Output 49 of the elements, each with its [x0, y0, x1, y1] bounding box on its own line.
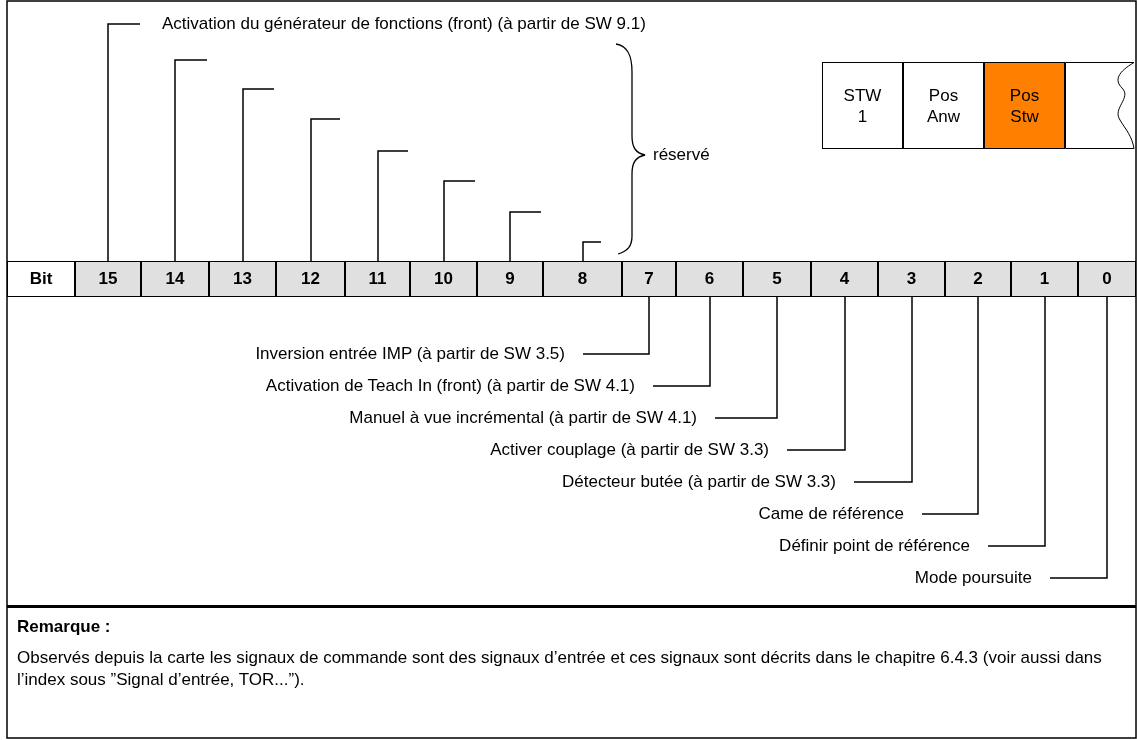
word-cell: Pos Anw: [903, 62, 984, 149]
word-cell: Pos Stw: [984, 62, 1065, 149]
bit-number-cell: 3: [878, 261, 945, 297]
signal-description: Inversion entrée IMP (à partir de SW 3.5): [255, 344, 583, 364]
bit-number-cell: 11: [345, 261, 410, 297]
leader-line: [242, 88, 275, 262]
bit-number-cell: 15: [75, 261, 141, 297]
leader-line: [853, 296, 913, 483]
signal-description: Activation de Teach In (front) (à partir de SW 4.1): [265, 376, 653, 396]
bit-number-cell: 2: [945, 261, 1011, 297]
bit-number-cell: 9: [477, 261, 543, 297]
bracket-label: réservé: [653, 145, 710, 165]
signal-description: Détecteur butée (à partir de SW 3.3): [561, 472, 854, 492]
signal-description: Activation du générateur de fonctions (front) (à partir de SW 9.1): [140, 14, 646, 34]
bit-number-cell: 13: [209, 261, 276, 297]
signal-description: Mode poursuite: [914, 568, 1050, 588]
leader-line: [921, 296, 979, 515]
note-text: Observés depuis la carte les signaux de commande sont des signaux d’entrée et ces signaux sont décrits dans le chapitre 6.4.3 (voir aussi dans l’index sous ”Signal d’entrée, TOR...”).: [17, 647, 1103, 691]
leader-line: [652, 296, 711, 387]
leader-line: [582, 241, 602, 262]
leader-line: [786, 296, 846, 451]
bit-number-cell: 12: [276, 261, 345, 297]
signal-description: Définir point de référence: [779, 536, 988, 556]
signal-description: Activer couplage (à partir de SW 3.3): [490, 440, 787, 460]
leader-line: [443, 180, 476, 262]
leader-line: [509, 211, 542, 262]
note-heading: Remarque :: [17, 616, 112, 638]
bit-number-cell: 0: [1078, 261, 1136, 297]
torn-word-cell: [1065, 62, 1136, 149]
leader-line: [377, 150, 409, 262]
leader-line: [582, 296, 650, 355]
leader-line: [107, 23, 141, 262]
leader-line: [174, 59, 208, 262]
word-cell: STW 1: [822, 62, 903, 149]
bit-number-cell: 5: [743, 261, 811, 297]
bit-number-cell: 1: [1011, 261, 1078, 297]
signal-description: Came de référence: [758, 504, 922, 524]
bit-number-cell: 6: [676, 261, 743, 297]
leader-line: [310, 118, 341, 262]
signal-description: Manuel à vue incrémental (à partir de SW 4.1): [349, 408, 715, 428]
bit-number-cell: 14: [141, 261, 209, 297]
table-header-cell: Bit: [7, 261, 75, 297]
leader-line: [714, 296, 778, 419]
bit-number-cell: 7: [622, 261, 676, 297]
leader-line: [987, 296, 1046, 547]
bit-number-cell: 4: [811, 261, 878, 297]
leader-line: [1049, 296, 1108, 579]
bit-number-cell: 10: [410, 261, 477, 297]
bit-number-cell: 8: [543, 261, 622, 297]
